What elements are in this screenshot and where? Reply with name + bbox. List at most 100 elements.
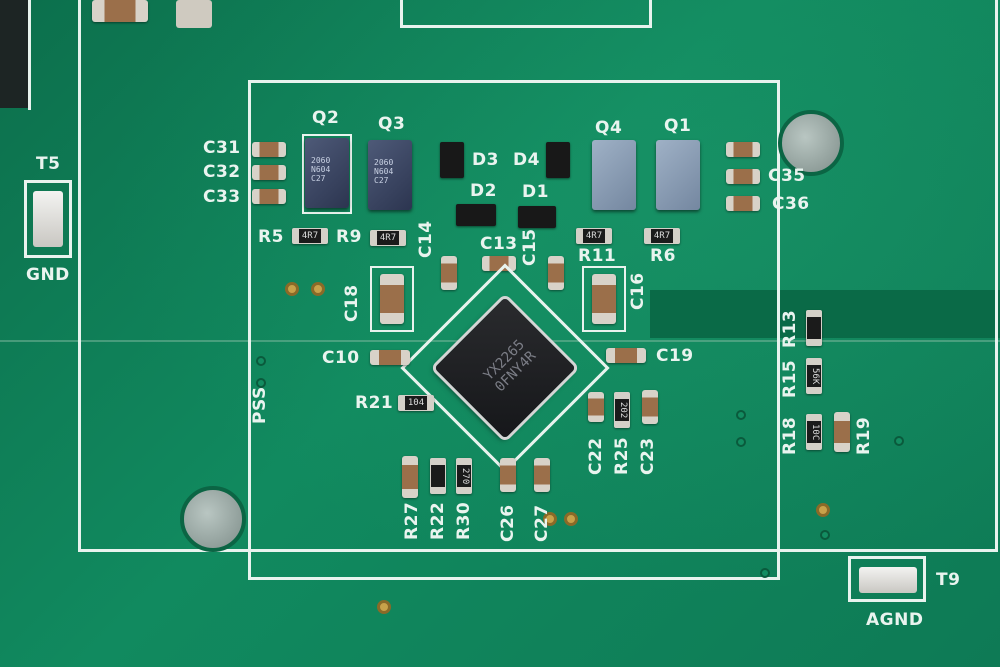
label-c26: C26 bbox=[498, 504, 518, 542]
capacitor-r19 bbox=[834, 412, 850, 452]
label-c18: C18 bbox=[342, 284, 362, 322]
label-t9: T9 bbox=[936, 570, 961, 590]
label-c15: C15 bbox=[520, 228, 540, 266]
capacitor-c16 bbox=[592, 274, 616, 324]
via bbox=[256, 378, 266, 388]
test-point-t9 bbox=[848, 556, 926, 602]
capacitor-c15 bbox=[548, 256, 564, 290]
label-pss: PSS bbox=[250, 386, 270, 424]
component-r27 bbox=[402, 456, 418, 498]
label-c19: C19 bbox=[656, 346, 694, 366]
via bbox=[894, 436, 904, 446]
via bbox=[820, 530, 830, 540]
label-c23: C23 bbox=[638, 437, 658, 475]
capacitor-c10 bbox=[370, 350, 410, 365]
via bbox=[736, 437, 746, 447]
label-c31: C31 bbox=[203, 138, 241, 158]
resistor-r21: 104 bbox=[398, 395, 434, 411]
label-c32: C32 bbox=[203, 162, 241, 182]
capacitor-c26 bbox=[500, 458, 516, 492]
mounting-hole bbox=[778, 110, 844, 176]
resistor-r22 bbox=[430, 458, 446, 494]
test-pad bbox=[816, 503, 830, 517]
label-r27: R27 bbox=[402, 501, 422, 540]
capacitor-c35 bbox=[726, 169, 760, 184]
test-pad bbox=[377, 600, 391, 614]
label-q1: Q1 bbox=[664, 116, 692, 136]
inner-section-outline bbox=[248, 80, 780, 580]
capacitor-c32 bbox=[252, 165, 286, 180]
capacitor-c18 bbox=[380, 274, 404, 324]
label-agnd: AGND bbox=[866, 610, 924, 630]
copper-trace bbox=[650, 290, 1000, 338]
label-t5: T5 bbox=[36, 154, 61, 174]
label-r21: R21 bbox=[355, 393, 394, 413]
label-d3: D3 bbox=[472, 150, 499, 170]
label-d4: D4 bbox=[513, 150, 540, 170]
resistor-r6: 4R7 bbox=[644, 228, 680, 244]
label-r22: R22 bbox=[428, 501, 448, 540]
outer-board-outline bbox=[78, 0, 998, 552]
resistor-r9: 4R7 bbox=[370, 230, 406, 246]
mounting-hole bbox=[180, 486, 246, 552]
via bbox=[760, 568, 770, 578]
label-c27: C27 bbox=[532, 504, 552, 542]
label-q3: Q3 bbox=[378, 114, 406, 134]
label-c36: C36 bbox=[772, 194, 810, 214]
test-pad bbox=[543, 512, 557, 526]
left-bracket-outline bbox=[28, 0, 31, 110]
test-pad bbox=[564, 512, 578, 526]
test-pad bbox=[311, 282, 325, 296]
capacitor-c27 bbox=[534, 458, 550, 492]
label-r5: R5 bbox=[258, 227, 284, 247]
label-r15: R15 bbox=[780, 359, 800, 398]
resistor-r11: 4R7 bbox=[576, 228, 612, 244]
via bbox=[256, 356, 266, 366]
resistor-r5: 4R7 bbox=[292, 228, 328, 244]
capacitor-c23 bbox=[642, 390, 658, 424]
label-c10: C10 bbox=[322, 348, 360, 368]
component-top bbox=[92, 0, 148, 22]
label-r30: R30 bbox=[454, 501, 474, 540]
capacitor-c36 bbox=[726, 196, 760, 211]
test-pad bbox=[285, 282, 299, 296]
diode-d1 bbox=[518, 206, 556, 228]
label-r18: R18 bbox=[780, 416, 800, 455]
label-c14: C14 bbox=[416, 220, 436, 258]
capacitor-c14 bbox=[441, 256, 457, 290]
label-r11: R11 bbox=[578, 246, 617, 266]
label-d1: D1 bbox=[522, 182, 549, 202]
label-q2: Q2 bbox=[312, 108, 340, 128]
label-c33: C33 bbox=[203, 187, 241, 207]
label-gnd: GND bbox=[26, 265, 70, 285]
capacitor-c22 bbox=[588, 392, 604, 422]
diode-d2 bbox=[456, 204, 496, 226]
via bbox=[736, 410, 746, 420]
capacitor-c13 bbox=[482, 256, 516, 271]
capacitor-c34 bbox=[726, 142, 760, 157]
resistor-r15: 56K bbox=[806, 358, 822, 394]
capacitor-c19 bbox=[606, 348, 646, 363]
label-c35: C35 bbox=[768, 166, 806, 186]
label-r13: R13 bbox=[780, 309, 800, 348]
resistor-r18: 10C bbox=[806, 414, 822, 450]
label-q4: Q4 bbox=[595, 118, 623, 138]
component-top-square bbox=[176, 0, 212, 28]
diode-d3 bbox=[440, 142, 464, 178]
test-point-t5 bbox=[24, 180, 72, 258]
resistor-r13 bbox=[806, 310, 822, 346]
label-r9: R9 bbox=[336, 227, 362, 247]
label-c13: C13 bbox=[480, 234, 518, 254]
diode-d4 bbox=[546, 142, 570, 178]
q2-outline bbox=[302, 134, 352, 214]
label-c16: C16 bbox=[628, 272, 648, 310]
capacitor-c31 bbox=[252, 142, 286, 157]
label-c22: C22 bbox=[586, 437, 606, 475]
c18-outline bbox=[370, 266, 414, 332]
resistor-r25: 202 bbox=[614, 392, 630, 428]
label-r25: R25 bbox=[612, 436, 632, 475]
c16-outline bbox=[582, 266, 626, 332]
left-component-edge bbox=[0, 0, 28, 108]
